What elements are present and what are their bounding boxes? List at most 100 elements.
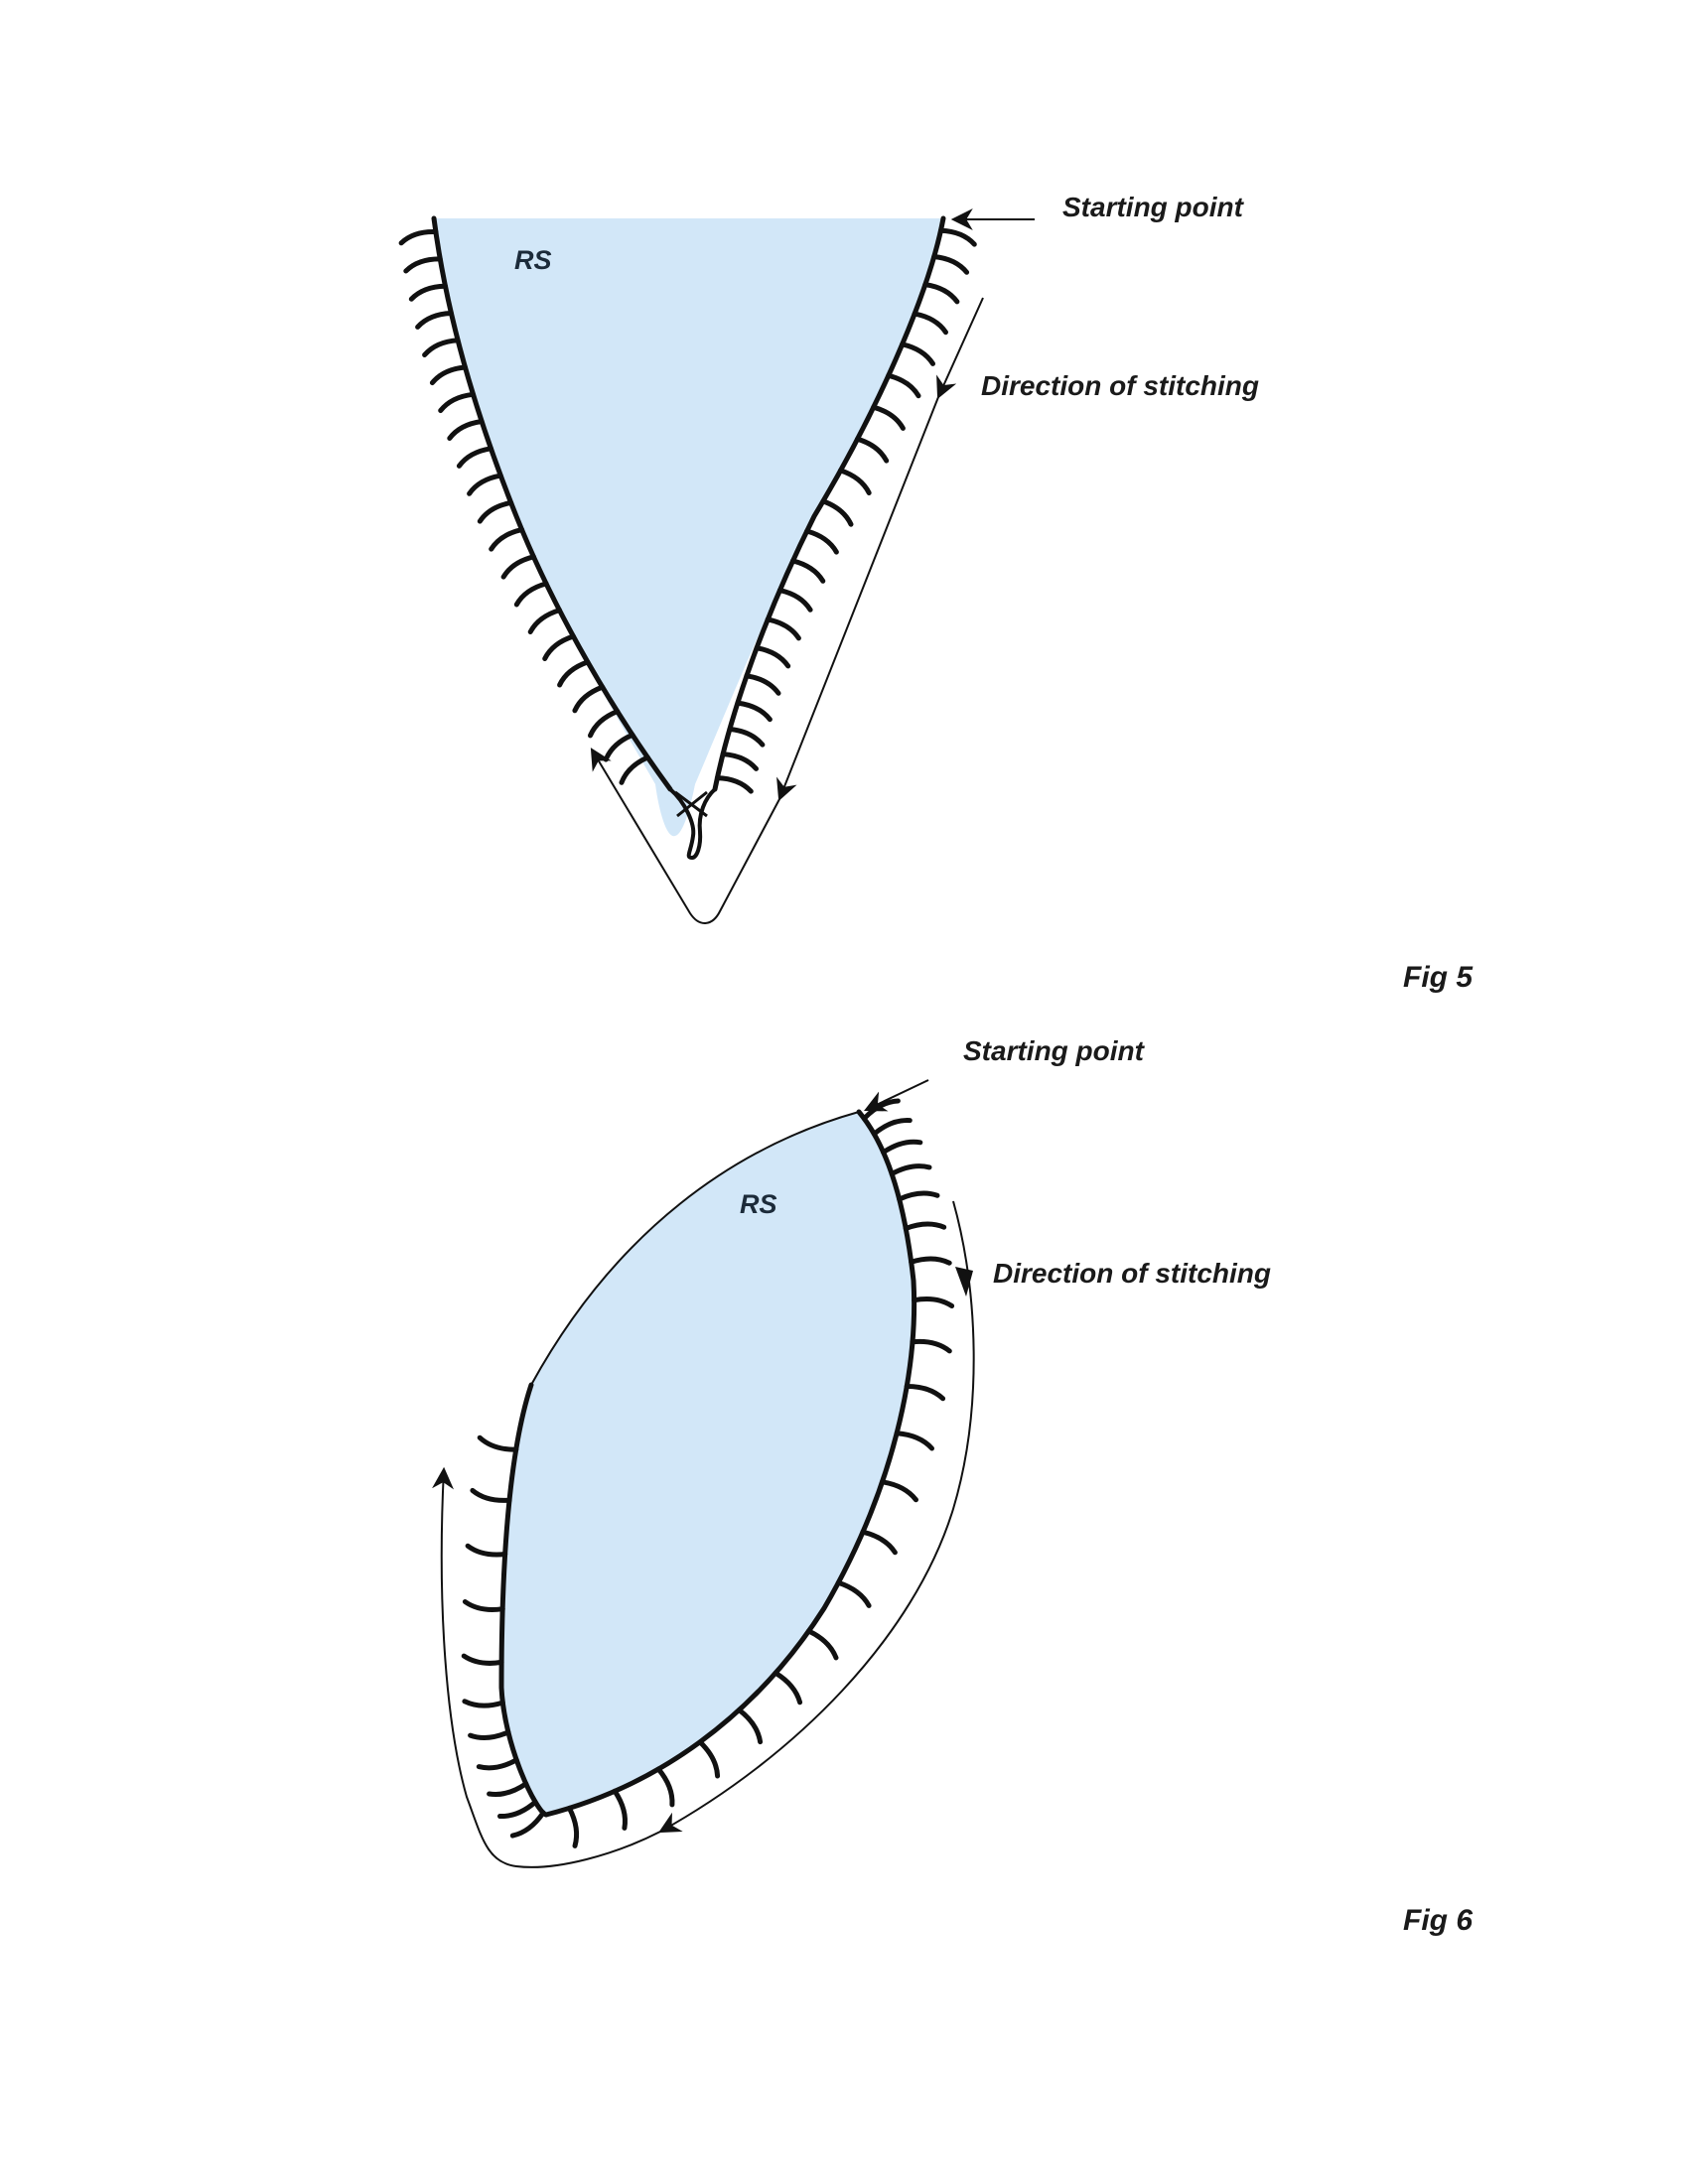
fig5-left-seam-stitch [542, 633, 576, 661]
fig6-left-seam-stitch [477, 1434, 519, 1452]
fig5-caption: Fig 5 [1403, 961, 1474, 994]
fig6-right-seam-stitch [612, 1788, 628, 1831]
fig5-right-seam-stitch [765, 616, 801, 641]
fig5-left-seam-stitch [588, 709, 621, 739]
fig5-left-seam-stitch [438, 391, 476, 414]
fig5-left-seam-stitch [408, 283, 448, 302]
fig6-right-seam-stitch [697, 1739, 721, 1779]
fig5-left-seam-stitch [398, 229, 439, 246]
fig6-left-seam [461, 1382, 549, 1839]
fig5-right-seam-stitch [776, 588, 813, 613]
fig6-left-seam-stitch [509, 1810, 546, 1839]
fig5-right-seam-stitch [735, 700, 773, 723]
fig5-right-seam-stitch [900, 341, 935, 366]
fig5-left-seam-stitch [415, 311, 454, 330]
fig6-direction-label: Direction of stitching [993, 1258, 1271, 1289]
fig5-left-seam-stitch [467, 473, 503, 496]
fig5-diagram: RS Starting point Direction of stitching… [398, 192, 1474, 994]
fig5-left-seam-stitch [429, 364, 468, 386]
fig6-direction-arrowhead-upper [955, 1267, 973, 1297]
fig6-starting-point-label: Starting point [963, 1035, 1146, 1066]
fig6-right-seam-stitch [773, 1670, 803, 1706]
fig6-upper-edge [530, 1111, 860, 1386]
fig5-left-seam-stitch [603, 732, 635, 762]
fig5-right-seam [712, 215, 977, 794]
fig5-left-seam [398, 215, 673, 792]
fig5-right-seam-stitch [720, 751, 759, 771]
fig6-right-seam-stitch [904, 1383, 946, 1402]
fig6-caption: Fig 6 [1403, 1904, 1473, 1937]
fig5-right-seam-stitch [871, 404, 906, 431]
fig6-diagram: RS Starting point Direction of stitching… [432, 1035, 1473, 1937]
fig6-right-seam-stitch [806, 1628, 839, 1661]
fig6-left-seam-stitch [476, 1757, 519, 1771]
fig6-left-seam-stitch [468, 1729, 511, 1741]
fig6-right-seam-stitch [909, 1256, 952, 1266]
fig6-left-seam-stitch [462, 1599, 505, 1612]
fig5-left-seam-stitch [403, 256, 443, 274]
fig5-right-seam-stitch [754, 645, 791, 669]
fig5-left-seam-stitch [456, 446, 493, 469]
fig5-return-arrow-path [590, 748, 780, 924]
fig6-right-seam-stitch [912, 1297, 955, 1308]
fig6-direction-arrow-path [658, 1200, 975, 1834]
fig6-right-seam-stitch [910, 1338, 952, 1354]
fig6-right-seam-stitch [736, 1707, 764, 1745]
fig6-right-seam-stitch [903, 1221, 947, 1231]
fig6-left-seam-line [498, 1382, 549, 1818]
fig5-right-seam-stitch [804, 528, 839, 555]
fig6-left-seam-stitch [487, 1781, 529, 1797]
fig6-right-seam-stitch [880, 1479, 918, 1503]
fig5-direction-arrow-upper [936, 297, 984, 400]
fig5-right-seam-stitch [727, 727, 766, 748]
fig5-fabric-triangle [434, 218, 943, 837]
fig5-left-seam-stitch [572, 684, 606, 714]
fig5-left-seam-stitch [500, 554, 536, 580]
fig6-right-seam-stitch [871, 1118, 913, 1137]
fig5-right-seam-stitch [886, 372, 921, 399]
fig5-left-seam-stitch [619, 754, 650, 785]
fig5-right-seam-stitch [922, 282, 960, 305]
fig5-starting-point-label: Starting point [1062, 192, 1245, 222]
fig5-right-seam-stitch [790, 558, 826, 584]
fig5-left-seam-stitch [489, 527, 525, 552]
fig6-rs-label: RS [740, 1189, 777, 1219]
fig5-left-seam-stitch [527, 608, 562, 634]
fig6-right-seam-stitch [566, 1805, 580, 1848]
fig5-right-seam-line [712, 215, 946, 792]
fig5-right-seam-stitch [912, 311, 948, 336]
fig6-left-seam-stitch [462, 1699, 505, 1708]
fig6-left-seam-stitch [497, 1799, 538, 1820]
fig6-right-seam-stitch [835, 1579, 872, 1608]
fig5-right-seam-stitch [838, 468, 872, 495]
fig6-return-arrow-path [432, 1466, 661, 1868]
fig5-direction-label: Direction of stitching [981, 370, 1259, 401]
fig5-end-cross [674, 790, 708, 818]
fig5-left-seam-stitch [447, 419, 485, 441]
fig5-right-seam-stitch [714, 775, 754, 794]
fig5-direction-arrow-path [776, 396, 939, 802]
fig6-left-seam-stitch [465, 1543, 508, 1558]
fig6-right-seam-stitch [655, 1766, 675, 1808]
fig6-right-seam-stitch [894, 1431, 934, 1451]
fig5-left-seam-stitch [513, 581, 549, 608]
fig5-rs-label: RS [514, 245, 552, 275]
fig6-starting-point-arrow [864, 1079, 929, 1112]
fig5-right-seam-stitch [931, 254, 970, 275]
fig6-fabric-leaf [501, 1112, 914, 1815]
fig6-left-seam-stitch [470, 1487, 512, 1503]
fig5-left-seam-stitch [422, 338, 461, 357]
fig5-left-seam-stitch [477, 499, 514, 524]
fig6-right-seam [543, 1098, 955, 1848]
fig5-dart-tip [668, 787, 717, 861]
fig6-right-seam-stitch [889, 1163, 932, 1176]
fig6-left-seam-stitch [461, 1653, 504, 1666]
fig5-left-seam-stitch [557, 659, 591, 688]
fig6-right-seam-stitch [897, 1190, 940, 1202]
fig5-right-seam-stitch [938, 227, 977, 247]
fig6-right-seam-stitch [860, 1529, 898, 1556]
fig5-right-seam-stitch [744, 673, 781, 696]
fig5-right-seam-stitch [820, 498, 854, 527]
